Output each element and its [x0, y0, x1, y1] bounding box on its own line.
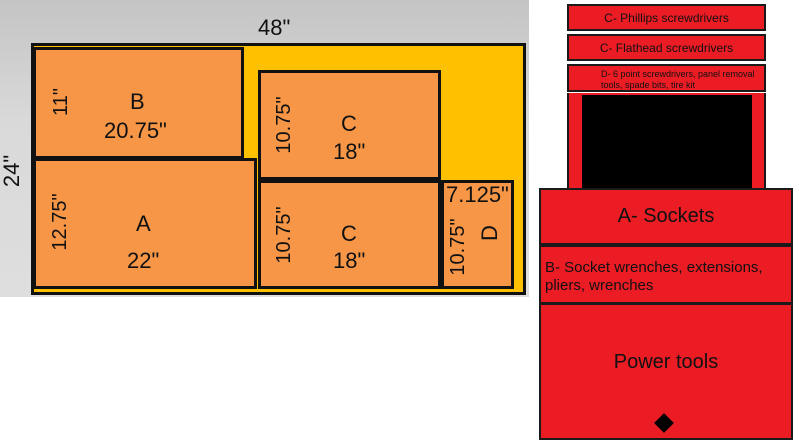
- compartment-c-bottom: [258, 180, 441, 289]
- compartment-c-top: [258, 70, 441, 180]
- top-drawer-six-point-label: D- 6 point screwdrivers, panel removal t…: [601, 69, 755, 90]
- top-drawer-flathead: C- Flathead screwdrivers: [567, 34, 766, 61]
- compartment-c-top-letter: C: [341, 111, 357, 136]
- drawer-b-wrenches: B- Socket wrenches, extensions, pliers, …: [539, 245, 793, 304]
- compartment-a-letter: A: [136, 211, 151, 236]
- compartment-a-width: 22": [127, 248, 160, 273]
- compartment-d-height: 10.75": [447, 218, 469, 276]
- compartment-b-width: 20.75": [104, 118, 167, 143]
- compartment-d: [441, 180, 514, 289]
- compartment-b-height: 11": [50, 88, 72, 116]
- toolbox-hutch-opening: [582, 95, 752, 189]
- top-drawer-phillips: C- Phillips screwdrivers: [567, 4, 766, 31]
- top-drawer-six-point: D- 6 point screwdrivers, panel removal t…: [567, 64, 766, 92]
- compartment-d-letter: D: [477, 225, 502, 241]
- compartment-c-bottom-width: 18": [333, 248, 366, 273]
- compartment-c-top-height: 10.75": [273, 96, 295, 154]
- top-drawer-phillips-label: C- Phillips screwdrivers: [604, 10, 729, 25]
- compartment-c-bottom-letter: C: [341, 221, 357, 246]
- compartment-c-bottom-height: 10.75": [273, 206, 295, 264]
- total-height-label: 24": [0, 154, 24, 188]
- drawer-a-sockets-label: A- Sockets: [617, 205, 715, 227]
- compartment-d-width: 7.125": [446, 182, 509, 207]
- compartment-a: [33, 158, 257, 289]
- drawer-a-sockets: A- Sockets: [539, 188, 793, 245]
- compartment-b: [33, 47, 244, 159]
- compartment-c-top-width: 18": [333, 139, 366, 164]
- bottom-cabinet-label: Power tools: [613, 351, 719, 373]
- compartment-b-letter: B: [130, 89, 145, 114]
- compartment-a-height: 12.75": [49, 193, 71, 251]
- total-width-label: 48": [258, 15, 291, 40]
- top-drawer-flathead-label: C- Flathead screwdrivers: [599, 40, 734, 55]
- drawer-b-wrenches-label: B- Socket wrenches, extensions, pliers, …: [545, 259, 763, 294]
